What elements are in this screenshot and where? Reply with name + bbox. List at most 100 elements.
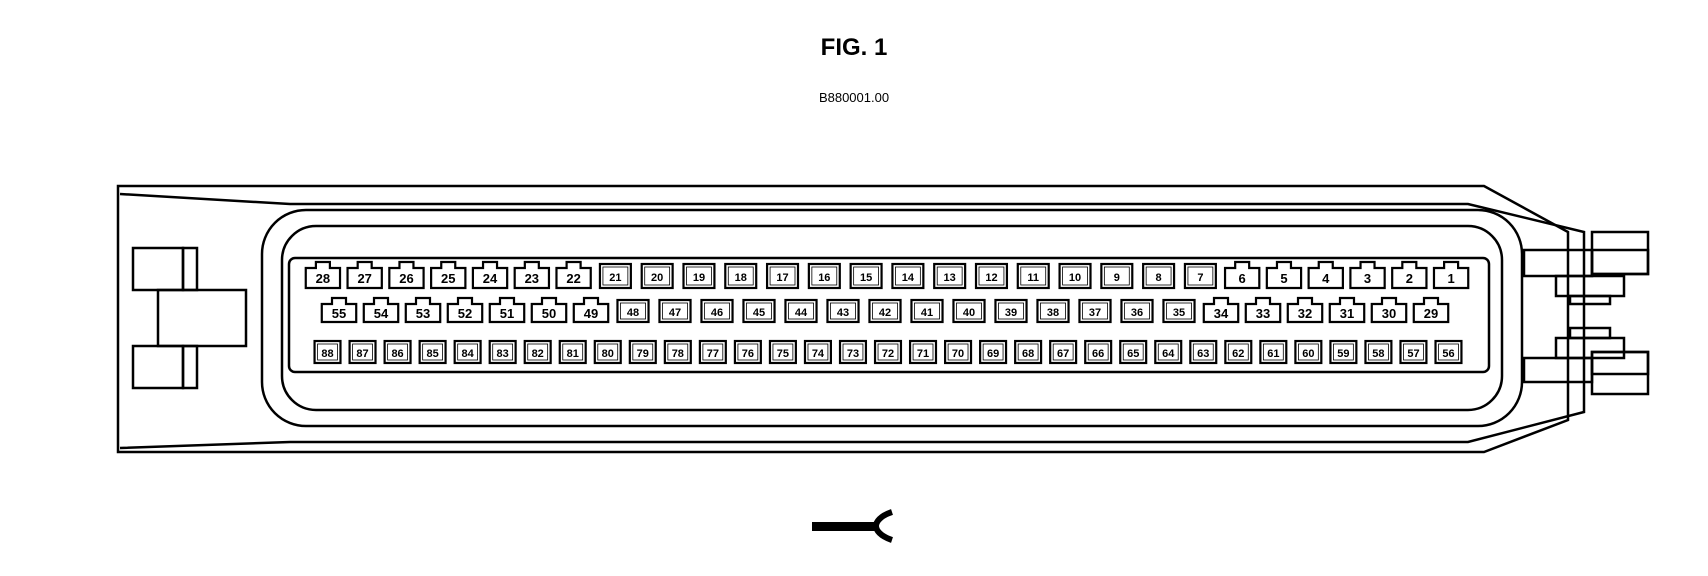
pin-7: 7 [1183,262,1217,290]
pin-label: 53 [416,306,430,321]
pin-67-outline [1049,339,1078,365]
pin-label: 6 [1239,271,1246,286]
pin-1-outline [1432,260,1470,290]
pin-label: 87 [356,348,368,360]
pin-label: 20 [651,272,663,284]
pin-44-outline [784,298,818,324]
pin-17-inner [769,266,796,286]
pin-47: 47 [658,298,692,324]
pin-64-outline [1154,339,1183,365]
pin-40-inner [956,302,982,320]
pin-18: 18 [724,262,758,290]
pin-74: 74 [803,339,833,365]
pin-78-inner [667,343,689,361]
pin-label: 9 [1114,272,1120,284]
pin-72-outline [873,339,903,365]
pin-label: 83 [497,348,509,360]
pin-53: 53 [404,296,442,324]
pin-29: 29 [1412,296,1450,324]
pin-54-outline [362,296,400,324]
pin-19-outline [682,262,716,290]
pin-9-outline [1100,262,1134,290]
pin-8-outline [1142,262,1176,290]
pin-38-inner [1040,302,1066,320]
pin-15-outline [849,262,883,290]
pin-47-outline [658,298,692,324]
pin-22-outline [555,260,592,290]
pin-85-inner [422,343,443,361]
pin-label: 61 [1267,348,1279,360]
pin-label: 19 [693,272,705,284]
pin-64-inner [1157,343,1179,361]
pin-38-outline [1036,298,1070,324]
pin-67: 67 [1049,339,1078,365]
pin-label: 27 [357,271,371,286]
figure-title: FIG. 1 [820,34,888,61]
pin-label: 76 [742,348,754,360]
pin-label: 25 [441,271,455,286]
pin-70: 70 [943,339,973,365]
pin-41-inner [914,302,940,320]
pin-37-inner [1082,302,1108,320]
pin-label: 16 [818,272,830,284]
pin-46-outline [700,298,734,324]
pin-39-inner [998,302,1024,320]
pin-85-outline [418,339,447,365]
pin-35: 35 [1162,298,1196,324]
pin-69-inner [982,343,1004,361]
pin-50-outline [530,296,568,324]
pin-33-outline [1244,296,1282,324]
pin-21: 21 [598,262,632,290]
pin-label: 18 [735,272,747,284]
pin-34-outline [1202,296,1240,324]
pin-label: 71 [917,348,929,360]
pin-label: 57 [1407,348,1419,360]
pin-17: 17 [765,262,800,290]
pin-field [287,256,1491,374]
pin-87-outline [348,339,377,365]
pin-label: 38 [1047,307,1059,319]
pin-25-outline [430,260,467,290]
cavity-frame-outer [260,208,1524,428]
pin-22: 22 [555,260,592,290]
pin-21-outline [598,262,632,290]
pin-28-outline [304,260,342,290]
pin-label: 46 [711,307,723,319]
pin-84-outline [453,339,482,365]
pin-23: 23 [513,260,551,290]
pin-37: 37 [1078,298,1112,324]
pin-62-outline [1224,339,1253,365]
pin-29-outline [1412,296,1450,324]
pin-43: 43 [826,298,860,324]
pin-label: 77 [707,348,719,360]
pin-4: 4 [1307,260,1344,290]
pin-55: 55 [320,296,358,324]
pin-19-inner [686,266,712,286]
pin-48-inner [620,302,646,320]
pin-71: 71 [908,339,938,365]
pin-label: 59 [1337,348,1349,360]
pin-69-outline [979,339,1008,365]
pin-label: 1 [1447,271,1454,286]
pin-label: 4 [1322,271,1330,286]
pin-60-outline [1294,339,1323,365]
pin-58: 58 [1364,339,1393,365]
pin-88-outline [313,339,342,365]
pin-63-inner [1192,343,1214,361]
pin-label: 70 [952,348,964,360]
pin-label: 81 [567,348,579,360]
pin-label: 65 [1127,348,1139,360]
pin-77-outline [698,339,727,365]
pin-label: 21 [609,272,621,284]
pin-59-outline [1329,339,1358,365]
pin-70-outline [943,339,973,365]
pin-label: 52 [458,306,472,321]
pin-65-inner [1122,343,1144,361]
pin-69: 69 [979,339,1008,365]
pin-44: 44 [784,298,818,324]
pin-80-inner [597,343,619,361]
pin-28: 28 [304,260,342,290]
pin-12: 12 [974,262,1009,290]
pin-63-outline [1189,339,1218,365]
pin-15: 15 [849,262,883,290]
